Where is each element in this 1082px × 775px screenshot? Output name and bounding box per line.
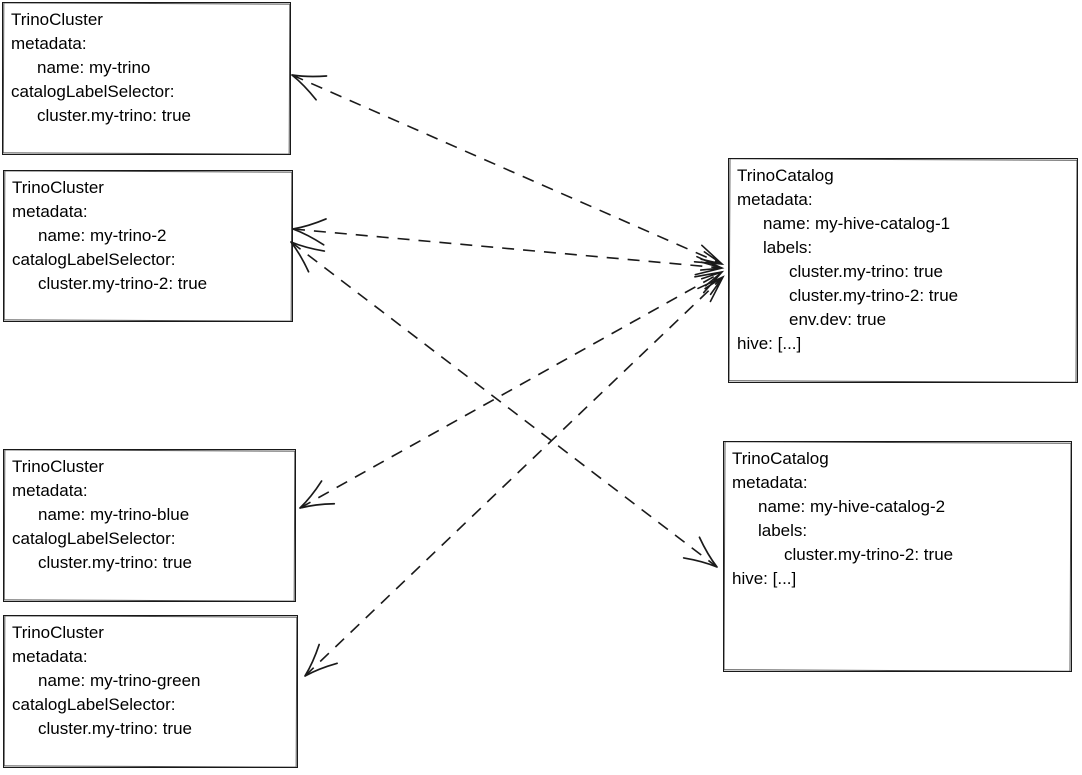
box-line: TrinoCluster [11,10,103,29]
box-line: metadata: [12,202,88,221]
box-line: name: my-hive-catalog-2 [758,497,946,516]
box-line: cluster.my-trino-2: true [38,274,208,293]
edge-my-trino-2--my-hive-catalog-2 [290,241,718,568]
box-line: labels: [763,238,813,257]
box-line: metadata: [11,34,87,53]
box-trino-catalog-my-hive-catalog-2: TrinoCatalog metadata: name: my-hive-catal… [723,441,1072,672]
box-line: cluster.my-trino-2: true [784,545,954,564]
box-line: labels: [758,521,808,540]
box-line: TrinoCluster [12,623,104,642]
box-line: catalogLabelSelector: [11,82,175,101]
box-trino-cluster-my-trino-2: TrinoCluster metadata: name: my-trino-2 cat… [3,170,293,322]
box-line: name: my-hive-catalog-1 [763,214,951,233]
box-line: name: my-trino-green [38,671,201,690]
box-line: TrinoCluster [12,178,104,197]
edge-my-trino-green--my-hive-catalog-1 [304,275,725,677]
box-trino-cluster-my-trino-green: TrinoCluster metadata: name: my-trino-gree… [3,615,298,768]
box-line: cluster.my-trino: true [38,553,192,572]
edge-my-trino-2--my-hive-catalog-1 [292,218,725,276]
box-line: cluster.my-trino: true [38,719,192,738]
box-line: name: my-trino [37,58,151,77]
box-line: catalogLabelSelector: [12,695,176,714]
box-line: hive: [...] [737,334,802,353]
box-line: metadata: [12,647,88,666]
box-trino-cluster-my-trino: TrinoCluster metadata: name: my-trino catal… [2,2,291,155]
box-line: metadata: [737,190,813,209]
box-line: cluster.my-trino: true [789,262,943,281]
box-line: cluster.my-trino: true [37,106,191,125]
box-line: catalogLabelSelector: [12,529,176,548]
box-line: name: my-trino-2 [38,226,167,245]
box-line: TrinoCatalog [737,166,834,185]
box-line: metadata: [732,473,808,492]
box-line: name: my-trino-blue [38,505,190,524]
box-line: cluster.my-trino-2: true [789,286,959,305]
edge-my-trino-blue--my-hive-catalog-1 [299,270,725,509]
box-trino-catalog-my-hive-catalog-1: TrinoCatalog metadata: name: my-hive-catal… [728,158,1078,383]
box-line: catalogLabelSelector: [12,250,176,269]
edge-my-trino--my-hive-catalog-1 [291,74,725,265]
box-line: TrinoCatalog [732,449,829,468]
box-trino-cluster-my-trino-blue: TrinoCluster metadata: name: my-trino-blue… [3,449,296,602]
box-line: env.dev: true [789,310,887,329]
box-line: TrinoCluster [12,457,104,476]
box-line: hive: [...] [732,569,797,588]
box-line: metadata: [12,481,88,500]
